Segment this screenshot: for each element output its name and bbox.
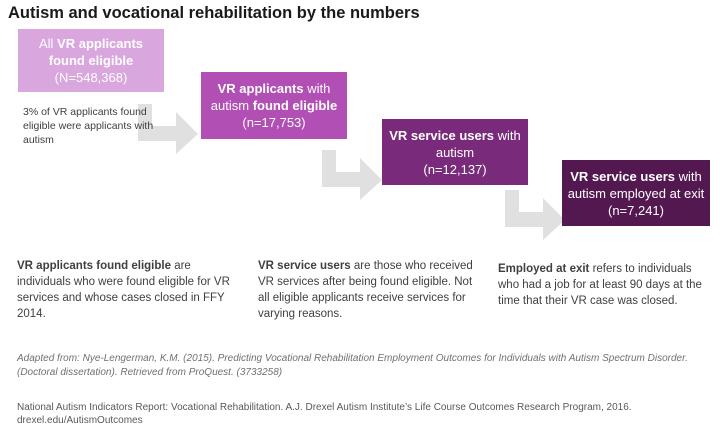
box-3-mid: with autism <box>435 127 521 160</box>
box-all-vr-applicants: All VR applicants found eligible (N=548,… <box>18 29 164 92</box>
box-employed-at-exit: VR service users with autism employed at… <box>562 160 710 226</box>
infographic-title: Autism and vocational rehabilitation by … <box>8 4 420 22</box>
box-3-bold: VR service users <box>389 127 495 143</box>
box-2-bold-2: found eligible <box>252 98 338 113</box>
definition-term: Employed at exit <box>498 263 590 275</box>
definition-text: are those who received VR services after… <box>258 260 473 320</box>
box-3-line-1: VR service users with autism <box>382 127 528 161</box>
definition-service-users: VR service users are those who received … <box>258 258 478 322</box>
arrow-right-icon <box>138 104 198 154</box>
definition-text: refers to individuals who had a job for … <box>498 263 702 307</box>
box-vr-applicants-autism: VR applicants with autism found eligible… <box>201 72 347 139</box>
box-4-mid: with autism employed at exit <box>567 168 705 201</box>
definition-employed-at-exit: Employed at exit refers to individuals w… <box>498 261 713 309</box>
autism-percentage-note: 3% of VR applicants found eligible were … <box>23 106 154 146</box>
definition-term: VR applicants found eligible <box>17 260 171 272</box>
arrow-right-icon <box>505 190 565 240</box>
box-2-count: (n=17,753) <box>242 115 306 130</box>
definition-text: are individuals who were found eligible … <box>17 260 230 320</box>
arrow-right-icon <box>322 150 382 200</box>
box-1-bold-2: found eligible <box>48 53 134 68</box>
box-4-count: (n=7,241) <box>607 202 664 218</box>
box-1-line-1: All VR applicants <box>39 35 143 52</box>
box-4-bold: VR service users <box>570 168 676 184</box>
box-2-bold: VR applicants <box>217 81 304 96</box>
box-vr-service-users-autism: VR service users with autism (n=12,137) <box>382 119 528 185</box>
box-2-mid: with autism <box>210 81 331 113</box>
box-1-count: (N=548,368) <box>54 70 128 85</box>
definition-applicants-eligible: VR applicants found eligible are individ… <box>17 258 242 322</box>
box-1-line-2: found eligible <box>49 52 134 69</box>
definition-term: VR service users <box>258 260 351 272</box>
footer-url: drexel.edu/AutismOutcomes <box>17 415 143 426</box>
box-2-line-1: VR applicants with autism found eligible <box>201 80 347 114</box>
box-1-pre: All <box>38 36 58 51</box>
box-1-bold: VR applicants <box>57 36 144 51</box>
box-3-count: (n=12,137) <box>423 161 487 177</box>
footer-report-title: National Autism Indicators Report: Vocat… <box>17 402 632 413</box>
box-4-line-1: VR service users with autism employed at… <box>562 168 710 202</box>
report-footer: National Autism Indicators Report: Vocat… <box>17 401 707 427</box>
adapted-from-citation: Adapted from: Nye-Lengerman, K.M. (2015)… <box>17 353 688 378</box>
